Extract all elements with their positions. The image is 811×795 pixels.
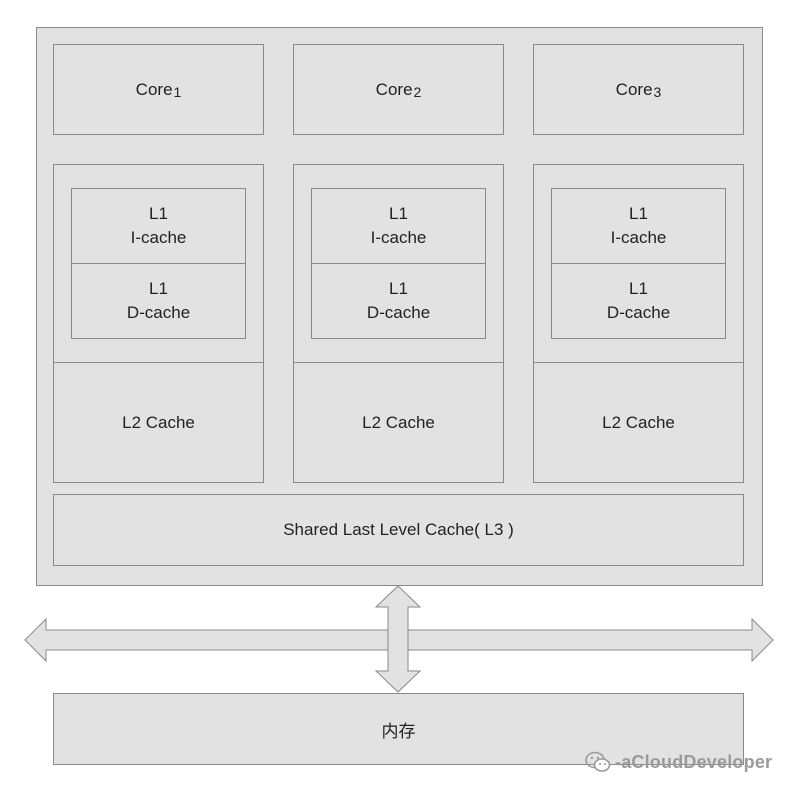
l1-dcache-3-line1: L1 [629,279,648,298]
l3-cache: Shared Last Level Cache( L3 ) [53,494,744,566]
l2-cache-3: L2 Cache [533,362,744,483]
l1-icache-2-line2: I-cache [370,228,427,247]
l1-icache-2: L1 I-cache [311,188,486,264]
l1-icache-2-line1: L1 [389,204,408,223]
l2-cache-2: L2 Cache [293,362,504,483]
memory-label: 内存 [381,721,416,741]
wechat-icon [585,751,611,772]
l1-dcache-1: L1 D-cache [71,263,246,339]
l1-dcache-3-line2: D-cache [606,303,671,322]
l1-icache-3-line2: I-cache [610,228,667,247]
core-3-label: Core [615,79,653,99]
l1-dcache-2-line2: D-cache [366,303,431,322]
core-2-label: Core [375,79,413,99]
l1-dcache-3: L1 D-cache [551,263,726,339]
vertical-bus-arrow [374,585,422,693]
core-3-number: 3 [653,83,662,100]
l1-icache-1-line1: L1 [149,204,168,223]
l3-cache-label: Shared Last Level Cache( L3 ) [283,520,514,539]
watermark-text: -aCloudDeveloper [615,751,773,772]
memory-box: 内存 [53,693,744,765]
l2-cache-1: L2 Cache [53,362,264,483]
l1-icache-3: L1 I-cache [551,188,726,264]
l2-cache-1-label: L2 Cache [122,412,195,432]
core-1-label: Core [135,79,173,99]
l1-dcache-1-line1: L1 [149,279,168,298]
core-1-number: 1 [173,83,182,100]
l2-cache-3-label: L2 Cache [602,412,675,432]
l1-dcache-2: L1 D-cache [311,263,486,339]
l1-icache-1: L1 I-cache [71,188,246,264]
l2-cache-2-label: L2 Cache [362,412,435,432]
core-2-number: 2 [413,83,422,100]
l1-dcache-2-line1: L1 [389,279,408,298]
l1-icache-3-line1: L1 [629,204,648,223]
watermark: -aCloudDeveloper [585,747,805,777]
l1-dcache-1-line2: D-cache [126,303,191,322]
l1-icache-1-line2: I-cache [130,228,187,247]
